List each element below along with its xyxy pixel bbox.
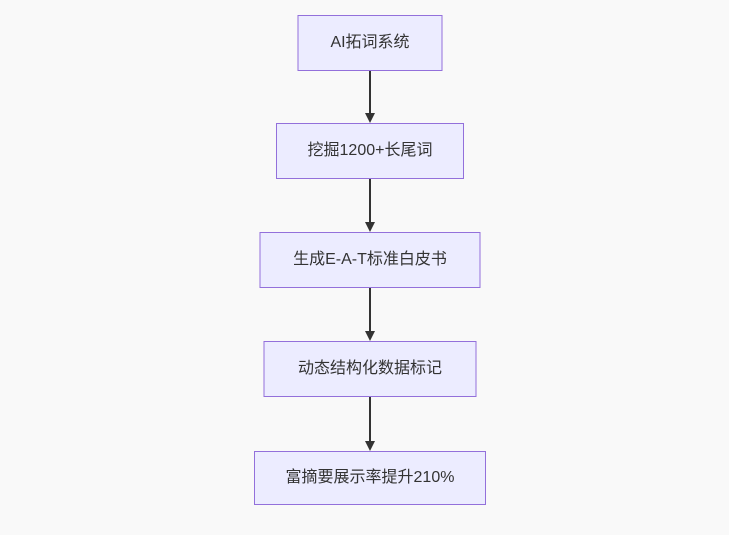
arrow-line xyxy=(369,397,371,441)
node-label: AI拓词系统 xyxy=(330,34,410,51)
arrow-n1-to-n2 xyxy=(365,71,375,123)
arrow-n4-to-n5 xyxy=(365,397,375,451)
arrow-n2-to-n3 xyxy=(365,179,375,232)
node-label: 富摘要展示率提升210% xyxy=(285,469,455,486)
node-label: 生成E-A-T标准白皮书 xyxy=(293,251,447,268)
arrow-line xyxy=(369,288,371,331)
arrowhead-down-icon xyxy=(365,113,375,123)
node-label: 挖掘1200+长尾词 xyxy=(307,142,433,159)
flowchart-node-rich-snippet-rate: 富摘要展示率提升210% xyxy=(254,451,486,505)
arrow-n3-to-n4 xyxy=(365,288,375,341)
arrowhead-down-icon xyxy=(365,222,375,232)
arrow-line xyxy=(369,71,371,113)
flowchart-node-ai-keyword-system: AI拓词系统 xyxy=(297,15,443,71)
arrow-line xyxy=(369,179,371,222)
node-label: 动态结构化数据标记 xyxy=(297,360,442,377)
flowchart-node-eat-whitepaper: 生成E-A-T标准白皮书 xyxy=(259,232,481,288)
arrowhead-down-icon xyxy=(365,441,375,451)
arrowhead-down-icon xyxy=(365,331,375,341)
flowchart-node-structured-data-markup: 动态结构化数据标记 xyxy=(263,341,477,397)
flowchart-node-longtail-mining: 挖掘1200+长尾词 xyxy=(276,123,464,179)
